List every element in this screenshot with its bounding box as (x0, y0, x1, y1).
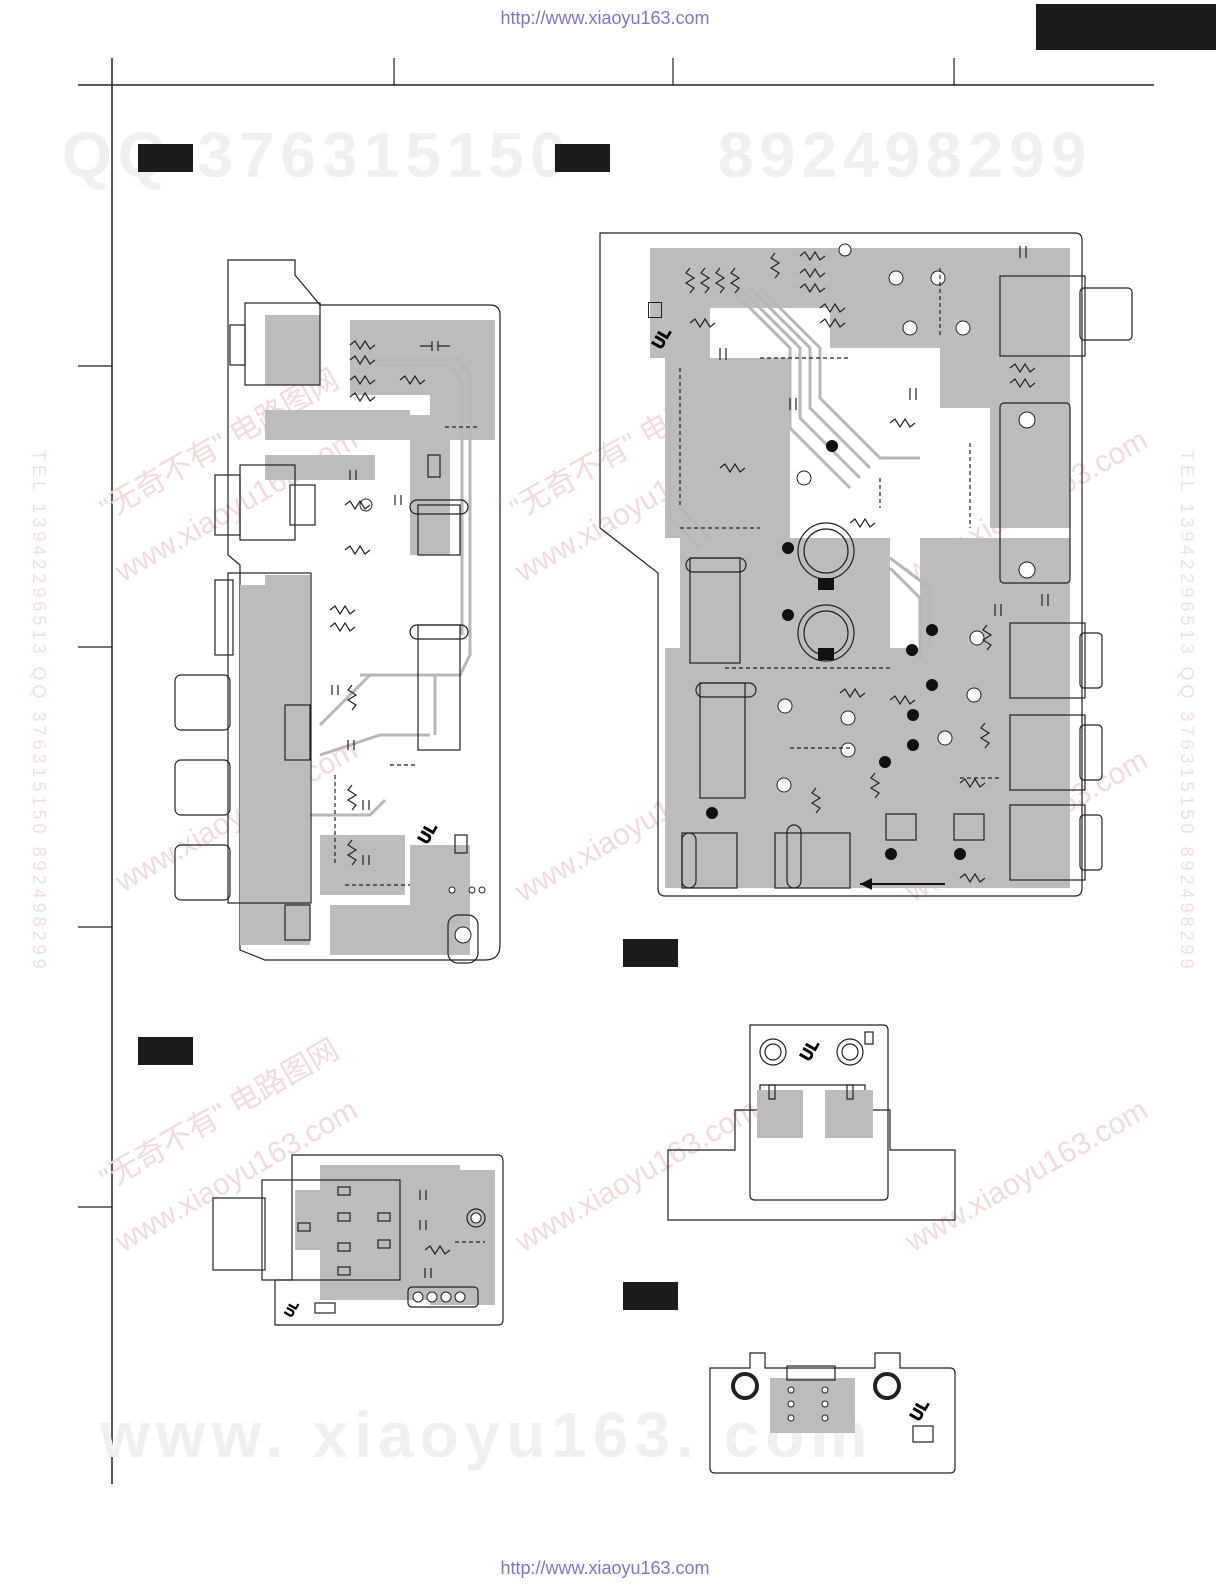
pcb-board-small-right (667, 1024, 956, 1221)
bottom-url[interactable]: http://www.xiaoyu163.com (500, 1558, 710, 1578)
watermark-vertical-right: TEL 13942296513 QQ 376315150 892498299 (1177, 450, 1197, 973)
pcb-board-small-bottom (709, 1352, 956, 1474)
watermark-bottom: www. xiaoyu163. com (100, 1399, 874, 1471)
section-label-box (555, 144, 610, 172)
page-tab (1036, 4, 1216, 50)
watermark-qq-right: 892498299 (718, 119, 1093, 191)
section-label-box (623, 1282, 678, 1310)
pcb-board-small-left (212, 1154, 504, 1326)
connector-icon (648, 302, 662, 318)
pcb-board-main (599, 232, 1133, 897)
top-url[interactable]: http://www.xiaoyu163.com (500, 8, 710, 28)
watermark-vertical-left: TEL 13942296513 QQ 376315150 892498299 (29, 450, 49, 973)
pcb-board-left (174, 259, 501, 964)
section-label-box (138, 144, 193, 172)
section-label-box (623, 939, 678, 967)
section-label-box (138, 1037, 193, 1065)
